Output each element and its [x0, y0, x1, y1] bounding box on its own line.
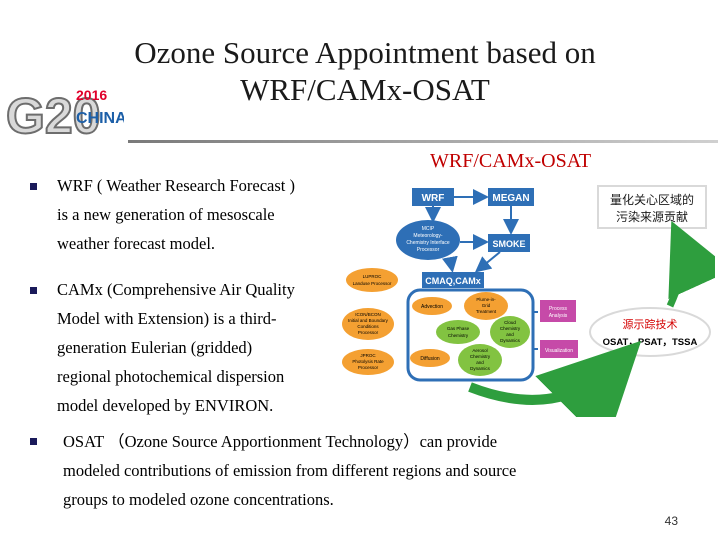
icbc-label-1: ICON/BCON — [355, 312, 381, 317]
tracking-label-2: OSAT，PSAT，TSSA — [603, 337, 698, 348]
tracking-label-1: 源示踪技术 — [623, 317, 678, 331]
icbc-label-2: Initial and Boundary — [348, 318, 389, 323]
plume-label-1: Plume-in- — [476, 297, 496, 302]
bullet-camx-line1: CAMx (Comprehensive Air Quality — [57, 280, 295, 299]
bullet-wrf-line1: WRF ( Weather Research Forecast ) — [57, 176, 295, 195]
slide-title-line2: WRF/CAMx-OSAT — [240, 72, 490, 107]
smoke-label: SMOKE — [492, 239, 525, 249]
bullet-camx-line4: regional photochemical dispersion — [57, 367, 285, 386]
jproc-label-1: JPROC — [360, 353, 376, 358]
diffusion-label: Diffusion — [420, 356, 440, 362]
icbc-label-4: Processor — [358, 330, 379, 335]
slide-number: 43 — [664, 514, 678, 528]
target-label-1: 量化关心区域的 — [610, 192, 694, 207]
g20-logo: G20 2016 CHINA — [5, 87, 124, 145]
bullet-wrf-line3: weather forecast model. — [57, 234, 216, 253]
cloud-label-3: and — [506, 332, 514, 337]
mcip-label-1: MCIP — [422, 226, 435, 232]
bullet-osat-line2: modeled contributions of emission from d… — [63, 461, 517, 480]
process-label-2: Analysis — [549, 313, 568, 319]
cycle-arrow-bottom — [468, 340, 642, 417]
cloud-chem-oval — [490, 316, 530, 348]
cloud-label-2: Chemistry — [500, 326, 521, 331]
mcip-to-cmaq-arrow — [441, 255, 458, 273]
smoke-to-cmaq-arrow — [474, 251, 501, 273]
plume-oval — [464, 292, 508, 320]
wrf-box — [412, 188, 454, 206]
plume-label-2: Grid — [482, 303, 491, 308]
jproc-label-2: Photolysis Rate — [352, 359, 384, 364]
icbc-label-3: Conditions — [357, 324, 379, 329]
cloud-label-1: Cloud — [504, 320, 516, 325]
slide-title-line1: Ozone Source Appointment based on — [134, 35, 596, 70]
source-tracking-bubble — [589, 307, 711, 357]
jproc-oval — [342, 349, 394, 375]
bullet-camx-line3: generation Eulerian (gridded) — [57, 338, 253, 357]
aerosol-label-3: and — [476, 360, 484, 365]
aerosol-label-1: Aerosol — [472, 348, 487, 353]
bullet-camx-line2: Model with Extension) is a third- — [57, 309, 277, 328]
megan-label: MEGAN — [492, 193, 529, 204]
mcip-label-4: Processor — [417, 247, 440, 253]
gas-phase-oval — [436, 320, 480, 344]
bullet-osat-line1: OSAT （Ozone Source Apportionment Technol… — [63, 432, 498, 451]
process-analysis-box — [540, 300, 576, 322]
diagram-title: WRF/CAMx-OSAT — [430, 150, 592, 172]
bullet-marker-camx — [30, 287, 37, 294]
bullet-camx-line5: model developed by ENVIRON. — [57, 396, 274, 415]
bullet-osat-line3: groups to modeled ozone concentrations. — [63, 490, 334, 509]
bullet-osat: OSAT （Ozone Source Apportionment Technol… — [63, 427, 516, 514]
landuse-label-1: LUPROC — [363, 274, 383, 279]
bullet-marker-osat — [30, 438, 37, 445]
gas-phase-label-1: Gas Phase — [447, 326, 470, 331]
landuse-oval — [346, 268, 398, 292]
cmaq-camx-label: CMAQ,CAMx — [425, 276, 481, 286]
bullet-wrf-line2: is a new generation of mesoscale — [57, 205, 275, 224]
logo-china-text: CHINA — [76, 110, 124, 127]
plume-label-3: Treatment — [476, 309, 497, 314]
process-label-1: Process — [549, 306, 568, 312]
visualization-label: Visualization — [545, 348, 573, 354]
advection-label: Advection — [421, 304, 443, 310]
icbc-oval — [342, 308, 394, 340]
aerosol-oval — [458, 344, 502, 376]
gas-phase-label-2: Chemistry — [448, 333, 469, 338]
slide-title: Ozone Source Appointment based on WRF/CA… — [60, 34, 670, 108]
logo-year-text: 2016 — [76, 87, 107, 103]
advection-oval — [412, 297, 452, 315]
aerosol-label-4: Dynamics — [470, 366, 491, 371]
aerosol-label-2: Chemistry — [470, 354, 491, 359]
megan-box — [488, 188, 534, 206]
mcip-label-2: Meteorology- — [413, 233, 443, 239]
landuse-label-2: Landuse Processor — [353, 281, 392, 286]
jproc-label-3: Processor — [358, 365, 379, 370]
cloud-label-4: Dynamics — [500, 338, 521, 343]
smoke-box — [488, 234, 530, 252]
cmaq-camx-box — [422, 272, 484, 288]
wrf-label: WRF — [422, 193, 445, 204]
cycle-arrow-right — [666, 220, 715, 308]
diffusion-oval — [410, 349, 450, 367]
bullet-wrf: WRF ( Weather Research Forecast ) is a n… — [57, 171, 295, 258]
model-diagram: WRF MEGAN MCIP Meteorology- Chemistry In… — [342, 185, 715, 417]
mcip-oval — [396, 220, 460, 260]
bullet-marker-wrf — [30, 183, 37, 190]
title-divider — [128, 140, 718, 143]
mcip-label-3: Chemistry Interface — [406, 240, 450, 246]
target-label-2: 污染来源贡献 — [616, 209, 688, 224]
bullet-camx: CAMx (Comprehensive Air Quality Model wi… — [57, 275, 295, 420]
logo-g20-text: G20 — [6, 88, 101, 144]
